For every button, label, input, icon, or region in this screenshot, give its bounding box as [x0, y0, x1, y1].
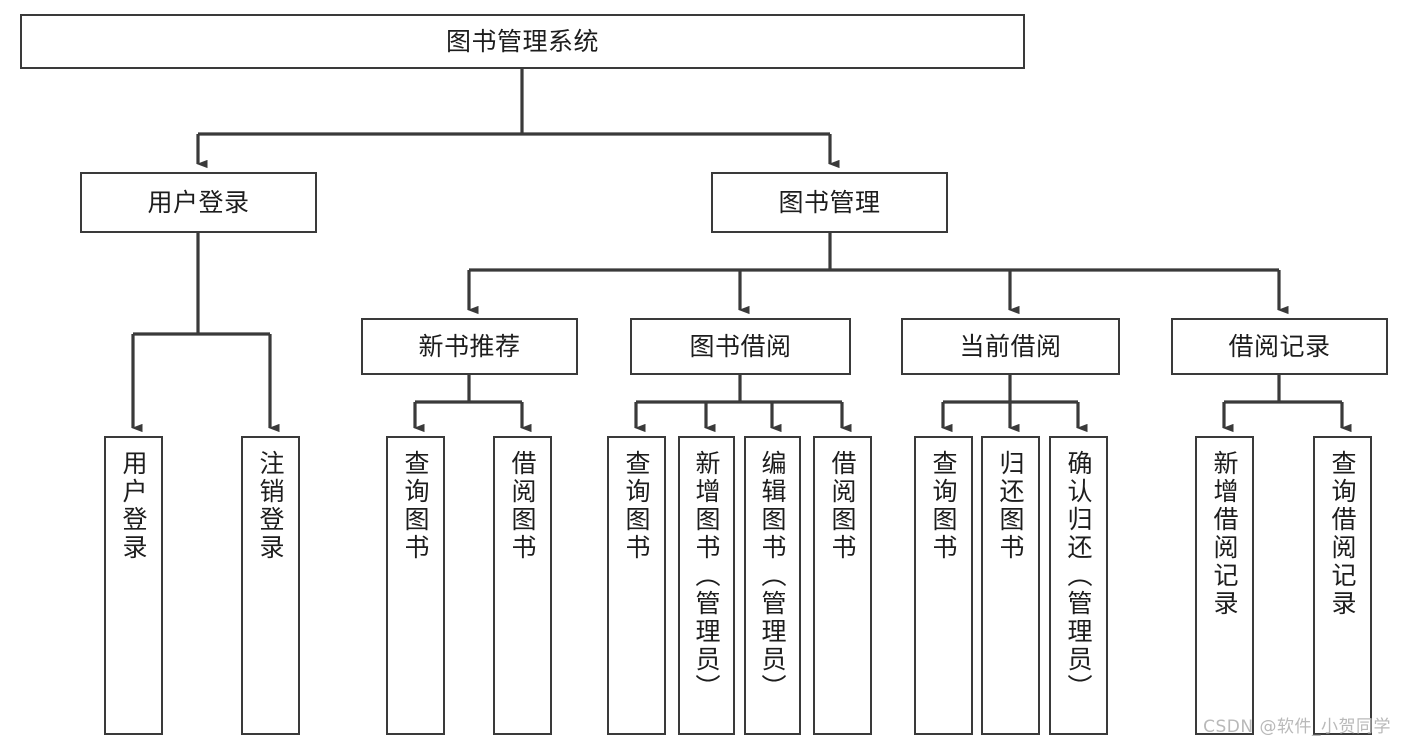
- node-label: 用户登录: [147, 187, 250, 217]
- node-label: 图书管理: [778, 187, 881, 217]
- node-label: 注销登录: [256, 450, 285, 562]
- node-label: 查询图书: [622, 450, 651, 562]
- node-label: 新增图书（管理员）: [692, 450, 721, 702]
- leaf-query-borrow-record[interactable]: 查询借阅记录: [1313, 436, 1372, 735]
- leaf-query-book-1[interactable]: 查询图书: [386, 436, 445, 735]
- node-label: 新书推荐: [418, 331, 521, 361]
- node-label: 借阅记录: [1228, 331, 1331, 361]
- leaf-return-book[interactable]: 归还图书: [981, 436, 1040, 735]
- node-label: 编辑图书（管理员）: [758, 450, 787, 702]
- node-label: 归还图书: [996, 450, 1025, 562]
- node-label: 用户登录: [119, 450, 148, 562]
- leaf-logout[interactable]: 注销登录: [241, 436, 300, 735]
- node-borrowing-records[interactable]: 借阅记录: [1171, 318, 1388, 375]
- node-label: 图书管理系统: [445, 26, 599, 56]
- leaf-edit-book-admin[interactable]: 编辑图书（管理员）: [744, 436, 801, 735]
- leaf-add-borrow-record[interactable]: 新增借阅记录: [1195, 436, 1254, 735]
- leaf-borrow-book-1[interactable]: 借阅图书: [493, 436, 552, 735]
- leaf-query-book-2[interactable]: 查询图书: [607, 436, 666, 735]
- node-label: 查询图书: [401, 450, 430, 562]
- node-label: 借阅图书: [828, 450, 857, 562]
- node-label: 图书借阅: [689, 331, 792, 361]
- node-root-book-management-system[interactable]: 图书管理系统: [20, 14, 1025, 69]
- node-label: 查询借阅记录: [1328, 450, 1357, 618]
- leaf-borrow-book-2[interactable]: 借阅图书: [813, 436, 872, 735]
- node-label: 当前借阅: [959, 331, 1062, 361]
- node-label: 借阅图书: [508, 450, 537, 562]
- node-book-management[interactable]: 图书管理: [711, 172, 948, 233]
- node-user-login[interactable]: 用户登录: [80, 172, 317, 233]
- node-label: 确认归还（管理员）: [1064, 450, 1093, 702]
- node-label: 查询图书: [929, 450, 958, 562]
- node-book-borrowing[interactable]: 图书借阅: [630, 318, 851, 375]
- leaf-add-book-admin[interactable]: 新增图书（管理员）: [678, 436, 735, 735]
- leaf-user-login[interactable]: 用户登录: [104, 436, 163, 735]
- node-current-borrowing[interactable]: 当前借阅: [901, 318, 1120, 375]
- leaf-query-book-3[interactable]: 查询图书: [914, 436, 973, 735]
- node-new-book-recommendation[interactable]: 新书推荐: [361, 318, 578, 375]
- node-label: 新增借阅记录: [1210, 450, 1239, 618]
- watermark-text: CSDN @软件_小贺同学: [1203, 717, 1391, 737]
- leaf-confirm-return-admin[interactable]: 确认归还（管理员）: [1049, 436, 1108, 735]
